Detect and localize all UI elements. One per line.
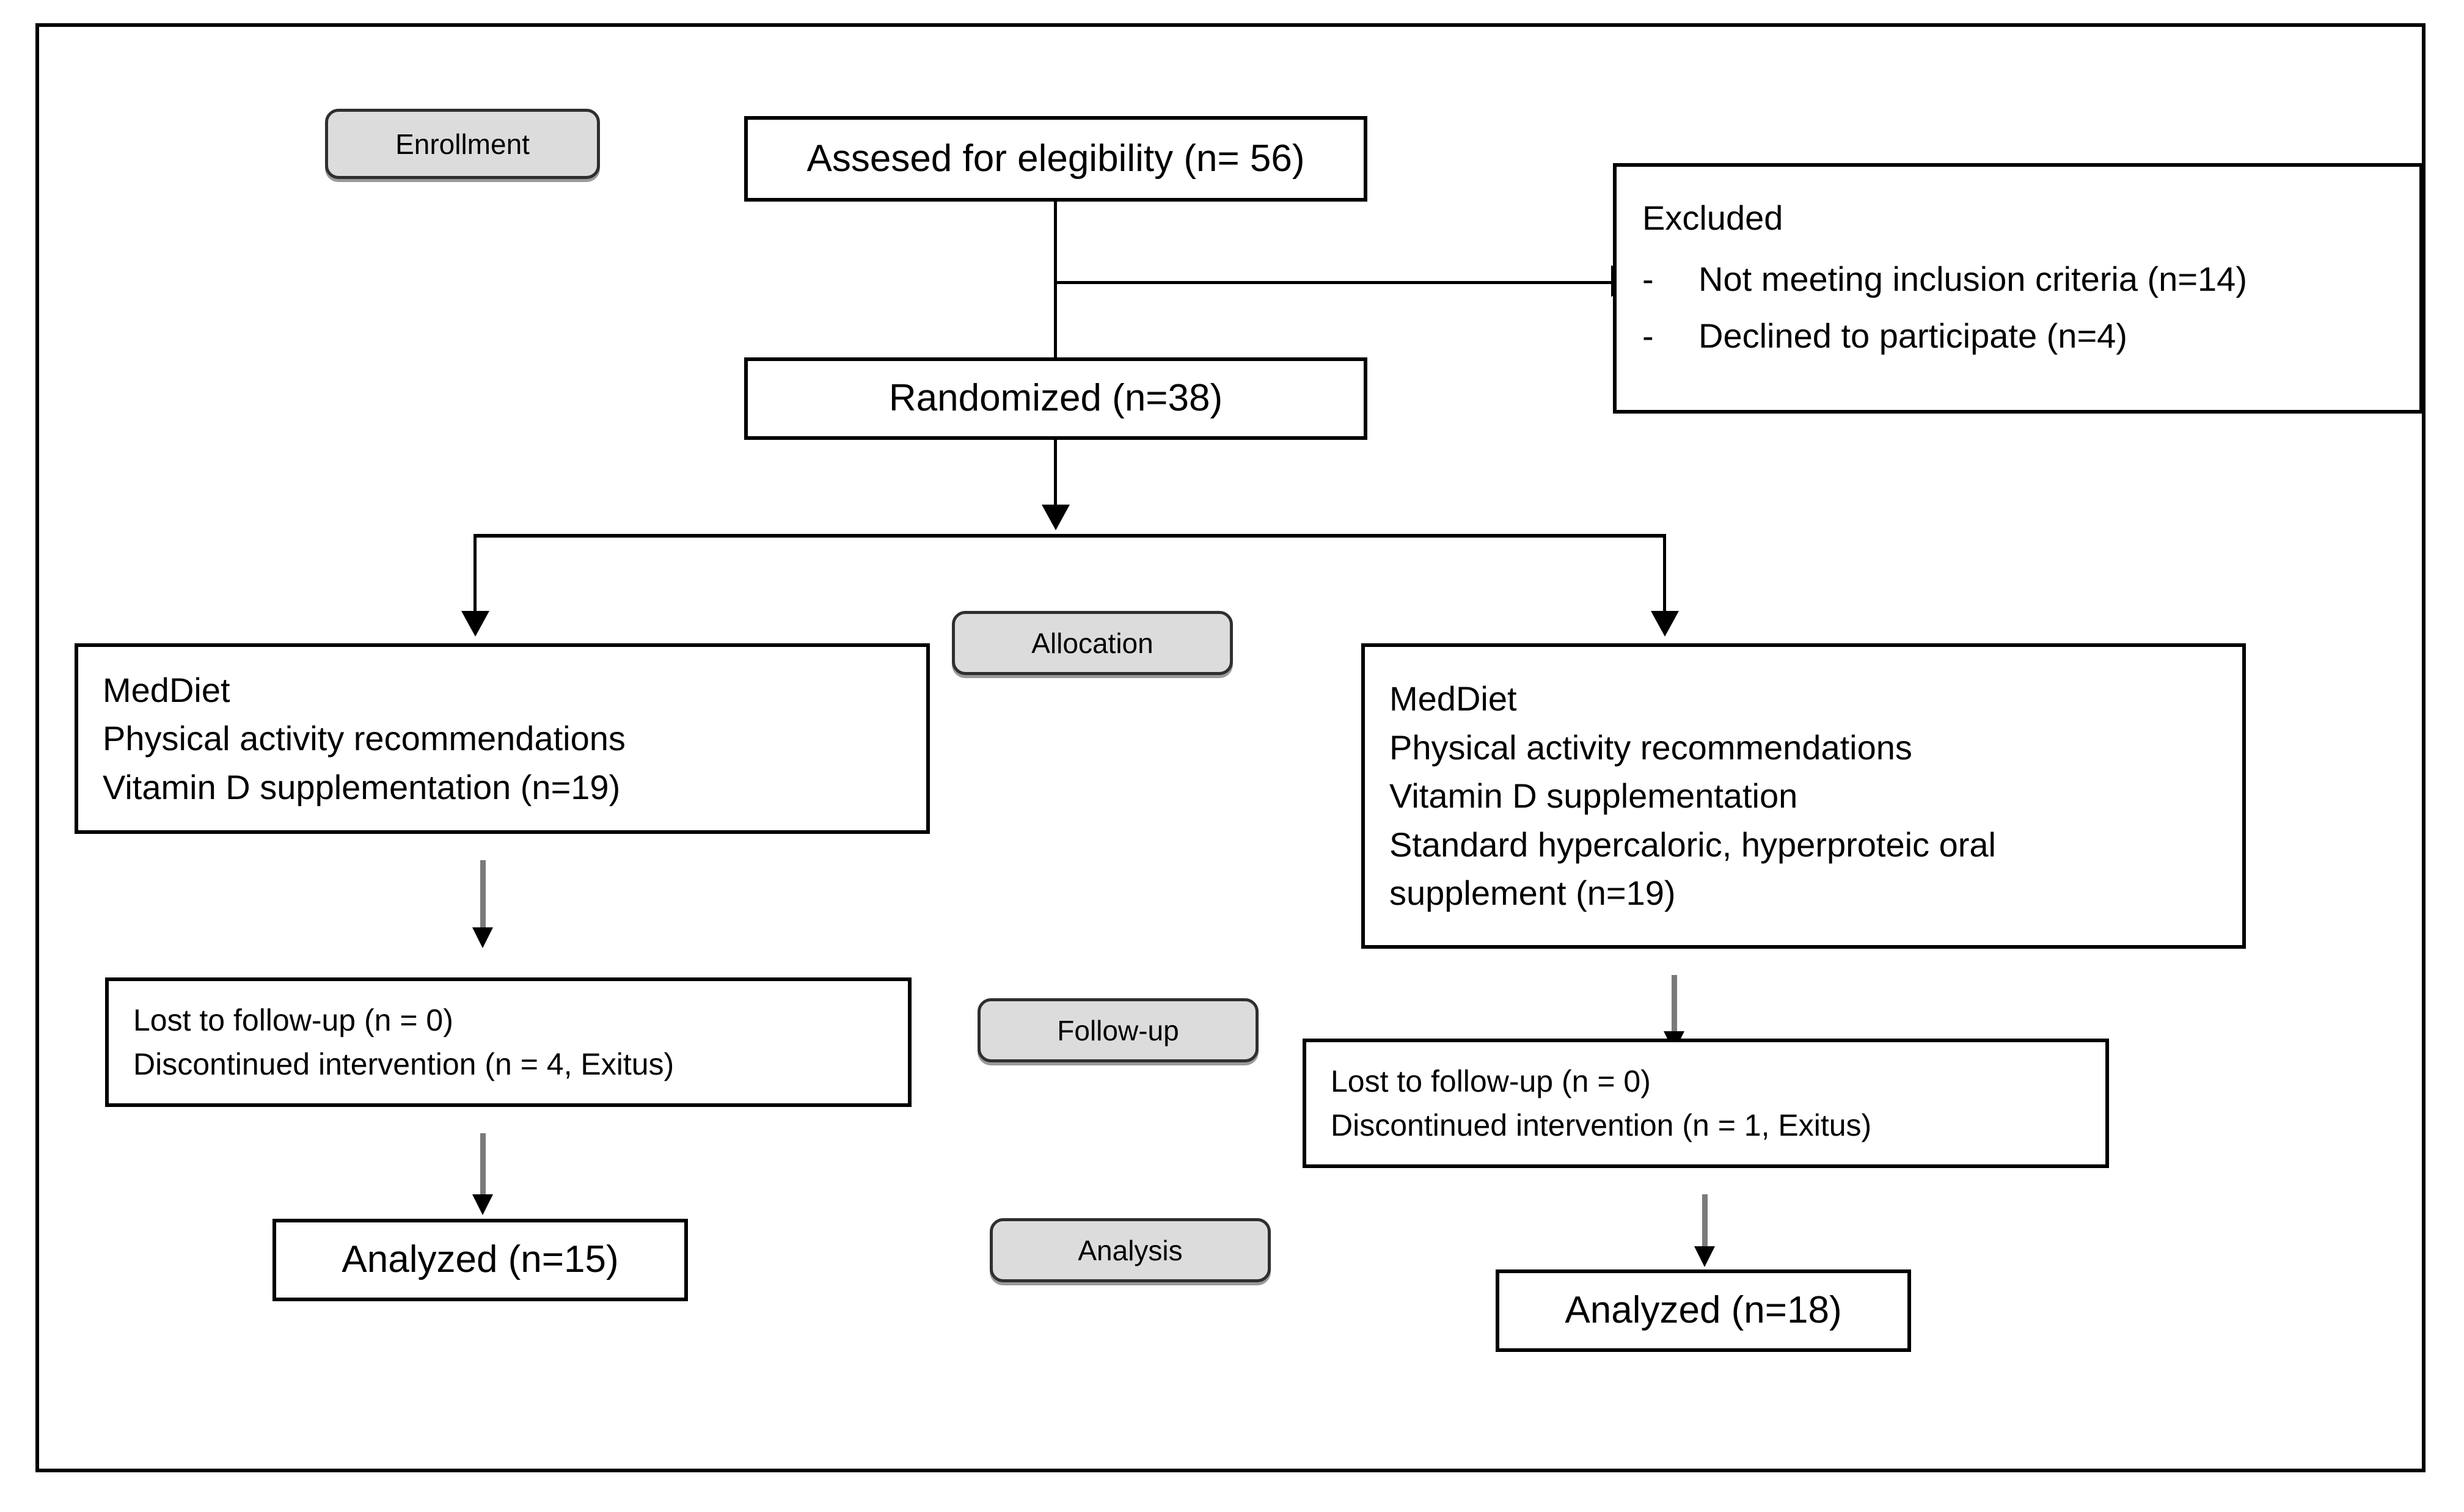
allocation-right-line-1: MedDiet — [1389, 679, 1517, 718]
stage-label-enrollment-text: Enrollment — [395, 128, 530, 160]
box-assessed-for-eligibility: Assesed for elegibility (n= 56) — [744, 116, 1367, 202]
arrowhead-randomized-down — [1042, 505, 1070, 530]
connector-split-bar — [473, 534, 1666, 538]
box-analyzed-left: Analyzed (n=15) — [272, 1219, 688, 1301]
stage-label-analysis: Analysis — [990, 1218, 1271, 1282]
allocation-right-line-3: Vitamin D supplementation — [1389, 776, 1798, 816]
allocation-right-line-2: Physical activity recommendations — [1389, 728, 1912, 767]
randomized-line-1: Randomized (n=38) — [888, 377, 1223, 420]
box-randomized: Randomized (n=38) — [744, 357, 1367, 440]
arrowhead-alloc-left-to-followup — [472, 927, 493, 948]
excluded-bullet-text-1: Not meeting inclusion criteria (n=14) — [1698, 259, 2247, 298]
followup-left-line-2: Discontinued intervention (n = 4, Exitus… — [133, 1047, 674, 1081]
excluded-bullet-text-2: Declined to participate (n=4) — [1698, 316, 2127, 356]
connector-followup-right-to-analyzed — [1702, 1194, 1708, 1252]
analyzed-right-line-1: Analyzed (n=18) — [1565, 1289, 1842, 1332]
stage-label-followup: Follow-up — [978, 998, 1259, 1062]
excluded-bullet-item: - Not meeting inclusion criteria (n=14) — [1642, 255, 2407, 304]
box-followup-left: Lost to follow-up (n = 0) Discontinued i… — [105, 977, 912, 1107]
stage-label-analysis-text: Analysis — [1078, 1234, 1183, 1266]
connector-assessed-to-randomized — [1054, 202, 1057, 374]
excluded-heading: Excluded — [1642, 199, 1783, 237]
allocation-left-line-1: MedDiet — [103, 670, 230, 709]
stage-label-allocation-text: Allocation — [1031, 627, 1153, 659]
analyzed-left-line-1: Analyzed (n=15) — [342, 1238, 619, 1281]
stage-label-enrollment: Enrollment — [325, 109, 600, 179]
box-followup-right: Lost to follow-up (n = 0) Discontinued i… — [1303, 1039, 2109, 1168]
box-allocation-right: MedDiet Physical activity recommendation… — [1361, 643, 2246, 949]
allocation-right-line-5: supplement (n=19) — [1389, 874, 1676, 913]
arrowhead-followup-left-to-analyzed — [472, 1194, 493, 1215]
excluded-bullet-item: - Declined to participate (n=4) — [1642, 312, 2407, 360]
followup-right-line-1: Lost to follow-up (n = 0) — [1331, 1064, 1651, 1098]
stage-label-allocation: Allocation — [952, 611, 1233, 675]
connector-alloc-right-to-followup — [1672, 975, 1677, 1036]
arrowhead-split-right — [1651, 611, 1679, 637]
arrowhead-followup-right-to-analyzed — [1694, 1246, 1715, 1267]
connector-alloc-left-to-followup — [480, 860, 486, 932]
excluded-bullet-marker-2: - — [1642, 316, 1654, 356]
connector-to-excluded — [1054, 281, 1613, 284]
arrowhead-split-left — [461, 611, 489, 637]
allocation-right-line-4: Standard hypercaloric, hyperproteic oral — [1389, 825, 1996, 864]
stage-label-followup-text: Follow-up — [1057, 1014, 1179, 1046]
excluded-bullet-marker-1: - — [1642, 259, 1654, 298]
box-analyzed-right: Analyzed (n=18) — [1496, 1269, 1911, 1352]
followup-left-line-1: Lost to follow-up (n = 0) — [133, 1003, 453, 1037]
box-excluded: Excluded - Not meeting inclusion criteri… — [1613, 163, 2423, 414]
connector-split-right — [1663, 534, 1666, 632]
connector-split-left — [473, 534, 477, 632]
assessed-line-1: Assesed for elegibility (n= 56) — [806, 137, 1305, 180]
box-allocation-left: MedDiet Physical activity recommendation… — [75, 643, 930, 834]
connector-randomized-down — [1054, 440, 1057, 507]
allocation-left-line-3: Vitamin D supplementation (n=19) — [103, 767, 621, 806]
allocation-left-line-2: Physical activity recommendations — [103, 719, 626, 758]
connector-followup-left-to-analyzed — [480, 1133, 486, 1199]
followup-right-line-2: Discontinued intervention (n = 1, Exitus… — [1331, 1108, 1872, 1142]
